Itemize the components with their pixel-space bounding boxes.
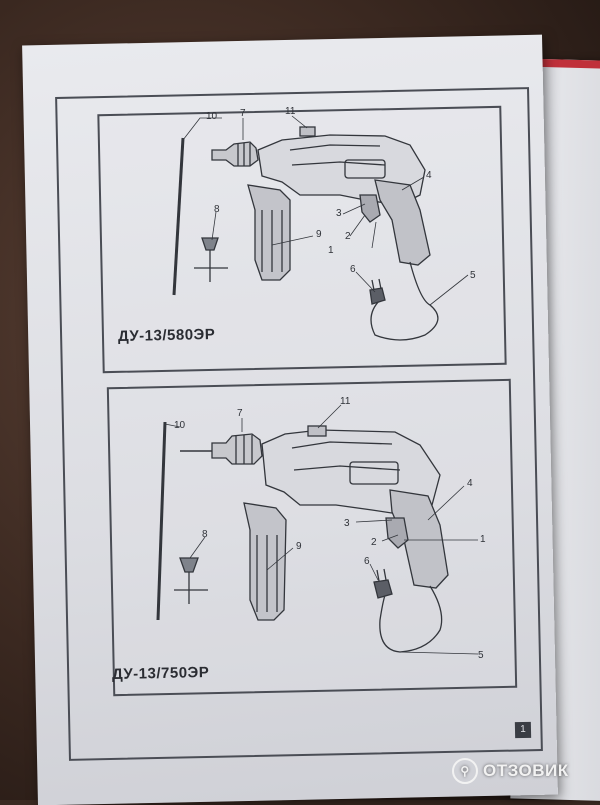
callout-bottom-11: 11: [340, 396, 351, 407]
callout-top-5: 5: [470, 270, 476, 281]
callout-bottom-7: 7: [237, 408, 243, 419]
watermark: ⚲ ОТЗОВИК: [452, 758, 569, 784]
drill-top: [172, 115, 469, 341]
callout-top-10: 10: [206, 111, 218, 122]
callout-bottom-2: 2: [371, 537, 377, 548]
drill-bottom: [156, 404, 479, 655]
callout-top-9: 9: [316, 229, 322, 240]
callout-bottom-1: 1: [480, 534, 486, 545]
callout-bottom-10: 10: [174, 420, 186, 431]
callout-top-3: 3: [336, 208, 342, 219]
callout-top-6: 6: [350, 264, 356, 275]
page-number: 1: [514, 721, 532, 739]
callout-top-8: 8: [214, 204, 220, 215]
callout-bottom-9: 9: [296, 541, 302, 552]
callout-top-1: 1: [328, 245, 334, 256]
watermark-text: ОТЗОВИК: [483, 761, 569, 780]
callout-top-4: 4: [426, 170, 432, 181]
callout-top-7: 7: [240, 108, 246, 119]
callout-bottom-6: 6: [364, 556, 370, 567]
callout-bottom-8: 8: [202, 529, 208, 540]
callout-bottom-3: 3: [344, 518, 350, 529]
model-label-bottom: ДУ-13/750ЭР: [111, 663, 210, 684]
model-label-top: ДУ-13/580ЭР: [117, 325, 216, 346]
search-icon: ⚲: [452, 758, 478, 784]
callout-top-2: 2: [345, 231, 351, 242]
callout-top-11: 11: [285, 106, 296, 117]
callout-bottom-5: 5: [478, 650, 484, 661]
callout-bottom-4: 4: [467, 478, 473, 489]
